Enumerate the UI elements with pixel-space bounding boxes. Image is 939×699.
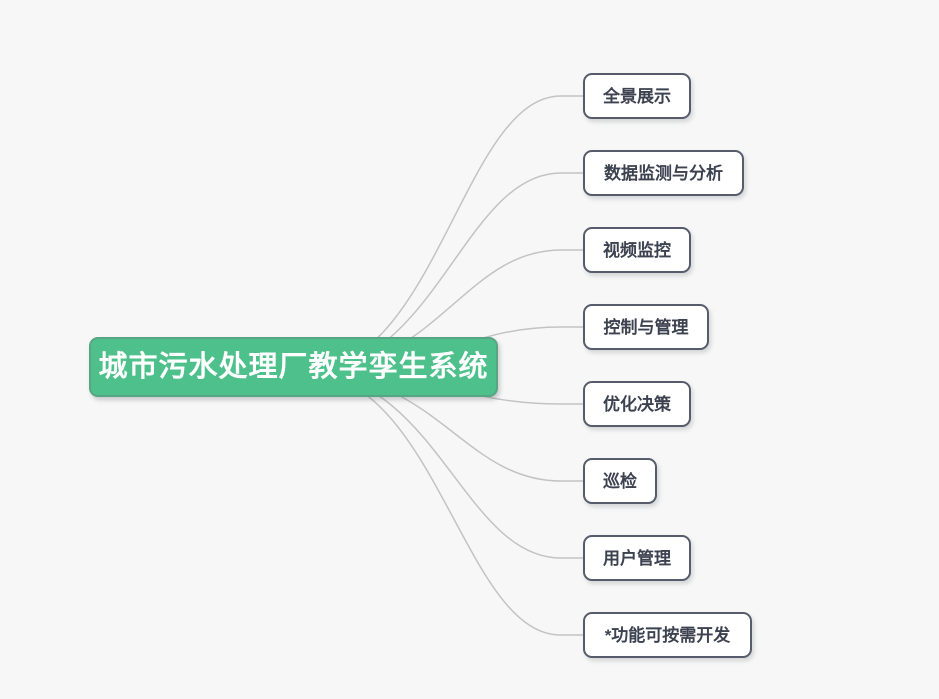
branch-node-label: 视频监控 [603,240,671,260]
connector-curve [302,371,584,636]
branch-node[interactable]: 全景展示 [583,73,691,119]
branch-node[interactable]: 用户管理 [583,535,691,581]
branch-node[interactable]: 数据监测与分析 [583,150,744,196]
branch-node[interactable]: 巡检 [583,458,657,504]
branch-node[interactable]: 优化决策 [583,381,691,427]
branch-node-label: 全景展示 [603,86,671,106]
connector-curve [302,371,584,559]
branch-node-label: 用户管理 [603,548,671,568]
branch-node[interactable]: 控制与管理 [583,304,709,350]
connector-curve [302,95,584,373]
branch-node-label: 控制与管理 [603,317,689,337]
branch-node-label: *功能可按需开发 [604,625,731,645]
branch-node[interactable]: 视频监控 [583,227,691,273]
root-node-label: 城市污水处理厂教学孪生系统 [98,350,489,383]
branch-node-label: 巡检 [603,471,637,491]
branch-node-label: 优化决策 [603,394,671,414]
branch-node-label: 数据监测与分析 [604,163,723,183]
branch-node[interactable]: *功能可按需开发 [583,612,752,658]
root-node[interactable]: 城市污水处理厂教学孪生系统 [89,337,498,397]
